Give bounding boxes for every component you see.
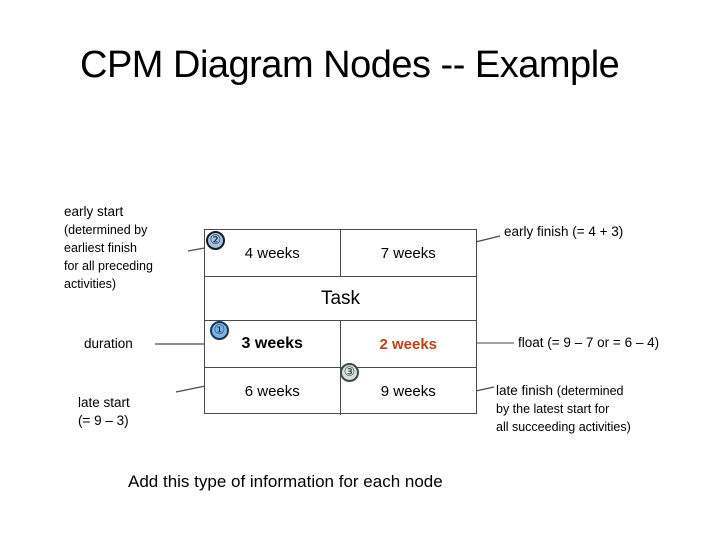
annotation-late-finish-line3: all succeeding activities) <box>496 420 631 434</box>
cell-early-finish: 7 weeks <box>380 244 436 262</box>
page-title: CPM Diagram Nodes -- Example <box>80 44 620 86</box>
annotation-early-finish-line1: early finish (= 4 + 3) <box>504 224 624 239</box>
annotation-float: float (= 9 – 7 or = 6 – 4) <box>518 334 718 352</box>
cell-late-finish: 9 weeks <box>380 383 436 400</box>
annotation-early-start-line5: activities) <box>64 277 117 291</box>
annotation-early-finish: early finish (= 4 + 3) <box>504 223 694 241</box>
annotation-early-start-line3: earliest finish <box>64 241 137 255</box>
cell-duration: 3 weeks <box>205 321 341 367</box>
annotation-early-start-line1: early start <box>64 204 124 219</box>
table-row-early: 4 weeks 7 weeks <box>205 230 476 277</box>
annotation-float-line1: float (= 9 – 7 or = 6 – 4) <box>518 335 660 350</box>
badge-two: ② <box>206 231 225 250</box>
badge-three: ③ <box>340 363 359 382</box>
cpm-node-table: 4 weeks 7 weeks Task 3 weeks 2 weeks 6 w… <box>204 229 477 415</box>
cell-late-start: 6 weeks <box>205 368 341 415</box>
annotation-early-start-line4: for all preceding <box>64 259 153 273</box>
annotation-duration: duration <box>84 335 194 353</box>
table-row-duration-float: 3 weeks 2 weeks <box>205 321 476 368</box>
cell-float: 2 weeks <box>379 335 438 353</box>
annotation-early-start: early start (determined by earliest fini… <box>64 203 194 293</box>
slide-caption: Add this type of information for each no… <box>128 472 443 491</box>
badge-one: ① <box>210 321 229 340</box>
annotation-late-start: late start (= 9 – 3) <box>78 394 198 430</box>
table-row-late: 6 weeks 9 weeks <box>205 368 476 415</box>
table-row-task: Task <box>205 277 476 321</box>
annotation-late-finish-paren: (determined <box>556 384 624 398</box>
annotation-late-finish: late finish (determined by the latest st… <box>496 382 706 436</box>
annotation-late-start-line2: (= 9 – 3) <box>78 413 129 428</box>
annotation-early-start-line2: (determined by <box>64 223 148 237</box>
annotation-late-finish-lead: late finish <box>496 383 557 398</box>
cell-task-name: Task <box>320 287 361 309</box>
annotation-duration-line1: duration <box>84 336 133 351</box>
annotation-late-start-line1: late start <box>78 395 130 410</box>
cell-early-start: 4 weeks <box>205 230 341 276</box>
annotation-late-finish-line2: by the latest start for <box>496 402 610 416</box>
annotation-late-finish-line1: late finish (determined <box>496 382 706 400</box>
